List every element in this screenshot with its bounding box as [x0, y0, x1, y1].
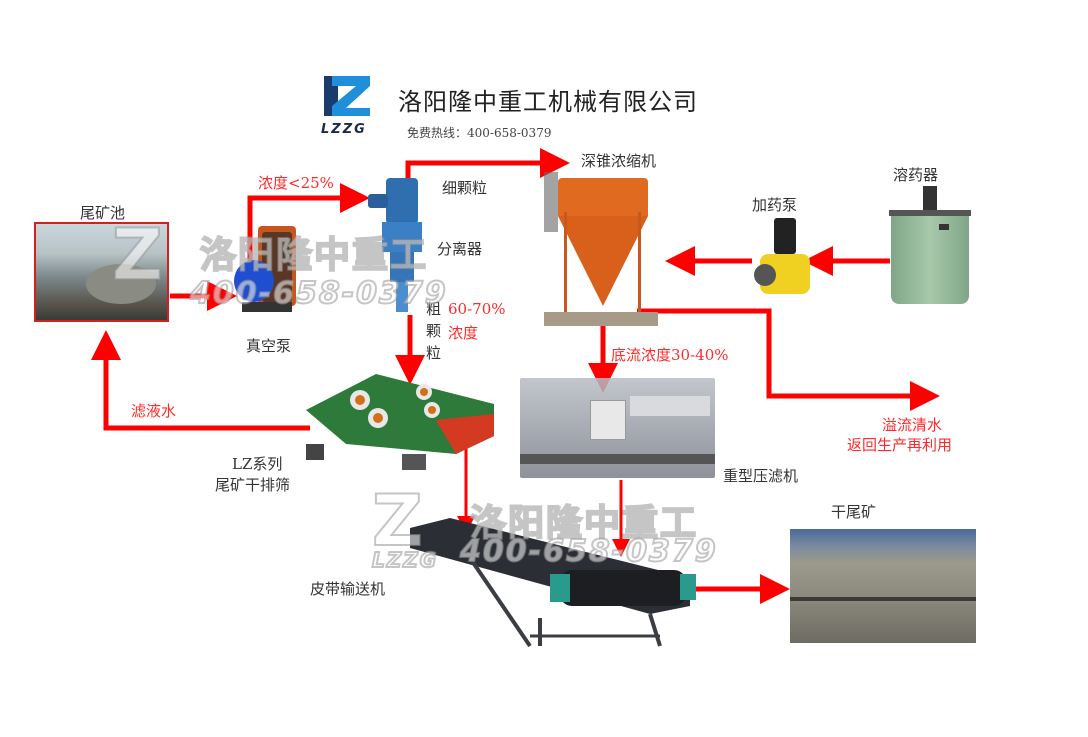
filter-press-image — [520, 378, 715, 486]
fine-particles-label: 细颗粒 — [442, 179, 488, 197]
belt-conveyor-image — [410, 518, 710, 650]
watermark-company-top: 洛阳隆中重工 — [199, 234, 429, 277]
overflow-label-2: 返回生产再利用 — [847, 436, 953, 454]
dewatering-screen-image — [306, 374, 494, 470]
screen-label-name: 尾矿干排筛 — [215, 476, 291, 494]
filter-press-label: 重型压滤机 — [723, 467, 799, 485]
coarse-label-3: 粒 — [426, 344, 442, 362]
dry-tailings-image — [790, 529, 976, 643]
thickener-image — [544, 172, 658, 328]
overflow-label-1: 溢流清水 — [882, 416, 943, 434]
dissolver-image — [883, 186, 977, 310]
vacuum-pump-image — [234, 226, 298, 316]
coarse-concentration-label: 浓度 — [448, 324, 479, 342]
coarse-label-1: 粗 — [426, 300, 442, 318]
filtrate-label: 滤液水 — [131, 402, 177, 420]
dissolver-label: 溶药器 — [893, 166, 939, 184]
tailings-pond-label: 尾矿池 — [80, 204, 126, 222]
watermark-phone-top: 400-658-0379 — [189, 275, 448, 312]
underflow-label: 底流浓度30-40% — [611, 346, 729, 364]
thickener-label: 深锥浓缩机 — [581, 152, 657, 170]
watermark-logo-bottom: Z — [371, 479, 425, 563]
watermark-logo-text-bottom: LZZG — [371, 547, 439, 573]
belt-conveyor-label: 皮带输送机 — [310, 580, 386, 598]
separator-image — [368, 172, 434, 312]
concentration-lt25-label: 浓度<25% — [258, 174, 334, 192]
watermark-company-bottom: 洛阳隆中重工 — [469, 502, 699, 545]
company-logo — [322, 74, 374, 126]
coarse-concentration-value: 60-70% — [448, 300, 506, 318]
separator-label: 分离器 — [437, 240, 483, 258]
hotline: 免费热线：400-658-0379 — [407, 126, 552, 140]
lz-logo-icon — [324, 76, 370, 116]
vacuum-pump-label: 真空泵 — [246, 337, 292, 355]
watermark-logo-top: Z — [111, 213, 165, 297]
dry-tailings-label: 干尾矿 — [831, 503, 877, 521]
tailings-pond-image — [34, 222, 169, 322]
dosing-pump-label: 加药泵 — [752, 196, 798, 214]
dosing-pump-image — [752, 218, 816, 302]
screen-label-series: LZ系列 — [232, 455, 283, 473]
company-name: 洛阳隆中重工机械有限公司 — [398, 88, 698, 116]
coarse-label-2: 颗 — [426, 322, 442, 340]
watermark-phone-bottom: 400-658-0379 — [459, 533, 718, 570]
logo-text: LZZG — [321, 122, 367, 137]
